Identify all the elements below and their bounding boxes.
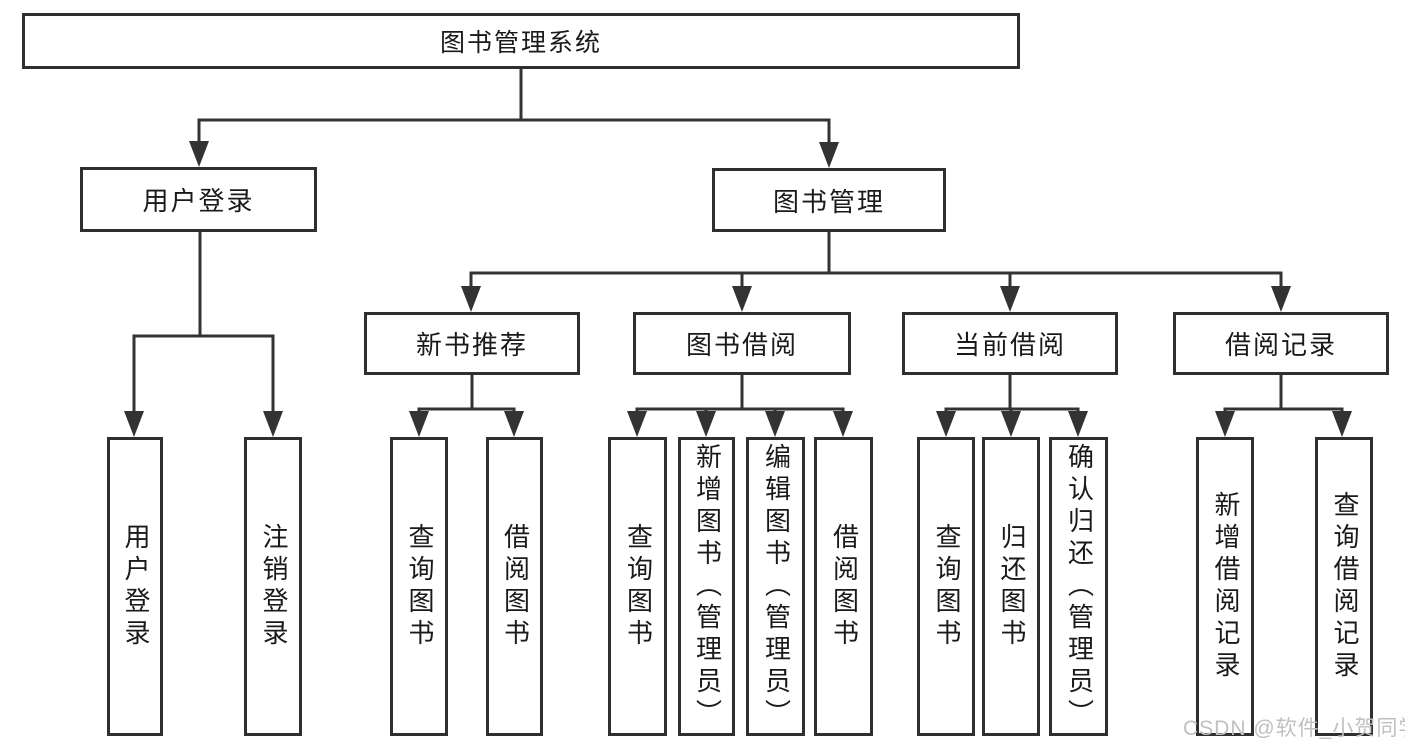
leaf-borrow-books-label: 借阅图书 (829, 522, 860, 651)
leaf-query-borrow-record: 查询借阅记录 (1315, 437, 1373, 736)
leaf-add-books-admin-label: 新增图书（管理员） (692, 442, 723, 731)
leaf-edit-books-admin: 编辑图书（管理员） (746, 437, 805, 736)
leaf-query-borrow-record-label: 查询借阅记录 (1329, 490, 1360, 683)
leaf-borrow-books-recommend-label: 借阅图书 (500, 522, 531, 651)
node-borrowing-records-label: 借阅记录 (1224, 330, 1337, 360)
leaf-query-books-borrow: 查询图书 (608, 437, 667, 736)
csdn-watermark: CSDN @软件_小贺同学 (1183, 717, 1405, 740)
leaf-add-borrow-record-label: 新增借阅记录 (1210, 490, 1241, 683)
node-user-login-label: 用户登录 (142, 186, 255, 216)
leaf-query-books-recommend-label: 查询图书 (404, 522, 435, 651)
leaf-confirm-return-admin: 确认归还（管理员） (1049, 437, 1108, 736)
node-book-management: 图书管理 (712, 168, 946, 232)
node-book-borrowing: 图书借阅 (633, 312, 851, 375)
node-new-book-recommend-label: 新书推荐 (415, 330, 528, 360)
node-book-management-label: 图书管理 (772, 186, 885, 217)
leaf-return-books: 归还图书 (982, 437, 1040, 736)
node-borrowing-records: 借阅记录 (1173, 312, 1389, 375)
leaf-query-books-current: 查询图书 (917, 437, 975, 736)
node-book-borrowing-label: 图书借阅 (685, 330, 798, 360)
leaf-add-borrow-record: 新增借阅记录 (1196, 437, 1254, 736)
node-root-system: 图书管理系统 (22, 13, 1020, 69)
node-root-label: 图书管理系统 (439, 29, 602, 57)
leaf-confirm-return-admin-label: 确认归还（管理员） (1064, 442, 1095, 731)
leaf-borrow-books: 借阅图书 (814, 437, 873, 736)
leaf-query-books-borrow-label: 查询图书 (623, 522, 654, 651)
leaf-edit-books-admin-label: 编辑图书（管理员） (761, 442, 792, 731)
leaf-query-books-current-label: 查询图书 (931, 522, 962, 651)
leaf-add-books-admin: 新增图书（管理员） (678, 437, 735, 736)
node-current-borrowing: 当前借阅 (902, 312, 1118, 375)
leaf-return-books-label: 归还图书 (996, 522, 1027, 651)
node-new-book-recommend: 新书推荐 (364, 312, 580, 375)
leaf-user-login-label: 用户登录 (120, 522, 151, 651)
leaf-borrow-books-recommend: 借阅图书 (486, 437, 543, 736)
leaf-query-books-recommend: 查询图书 (390, 437, 448, 736)
node-user-login: 用户登录 (80, 167, 317, 232)
leaf-user-login: 用户登录 (107, 437, 163, 736)
node-current-borrowing-label: 当前借阅 (953, 330, 1066, 360)
leaf-logout-label: 注销登录 (258, 522, 289, 651)
leaf-logout: 注销登录 (244, 437, 302, 736)
